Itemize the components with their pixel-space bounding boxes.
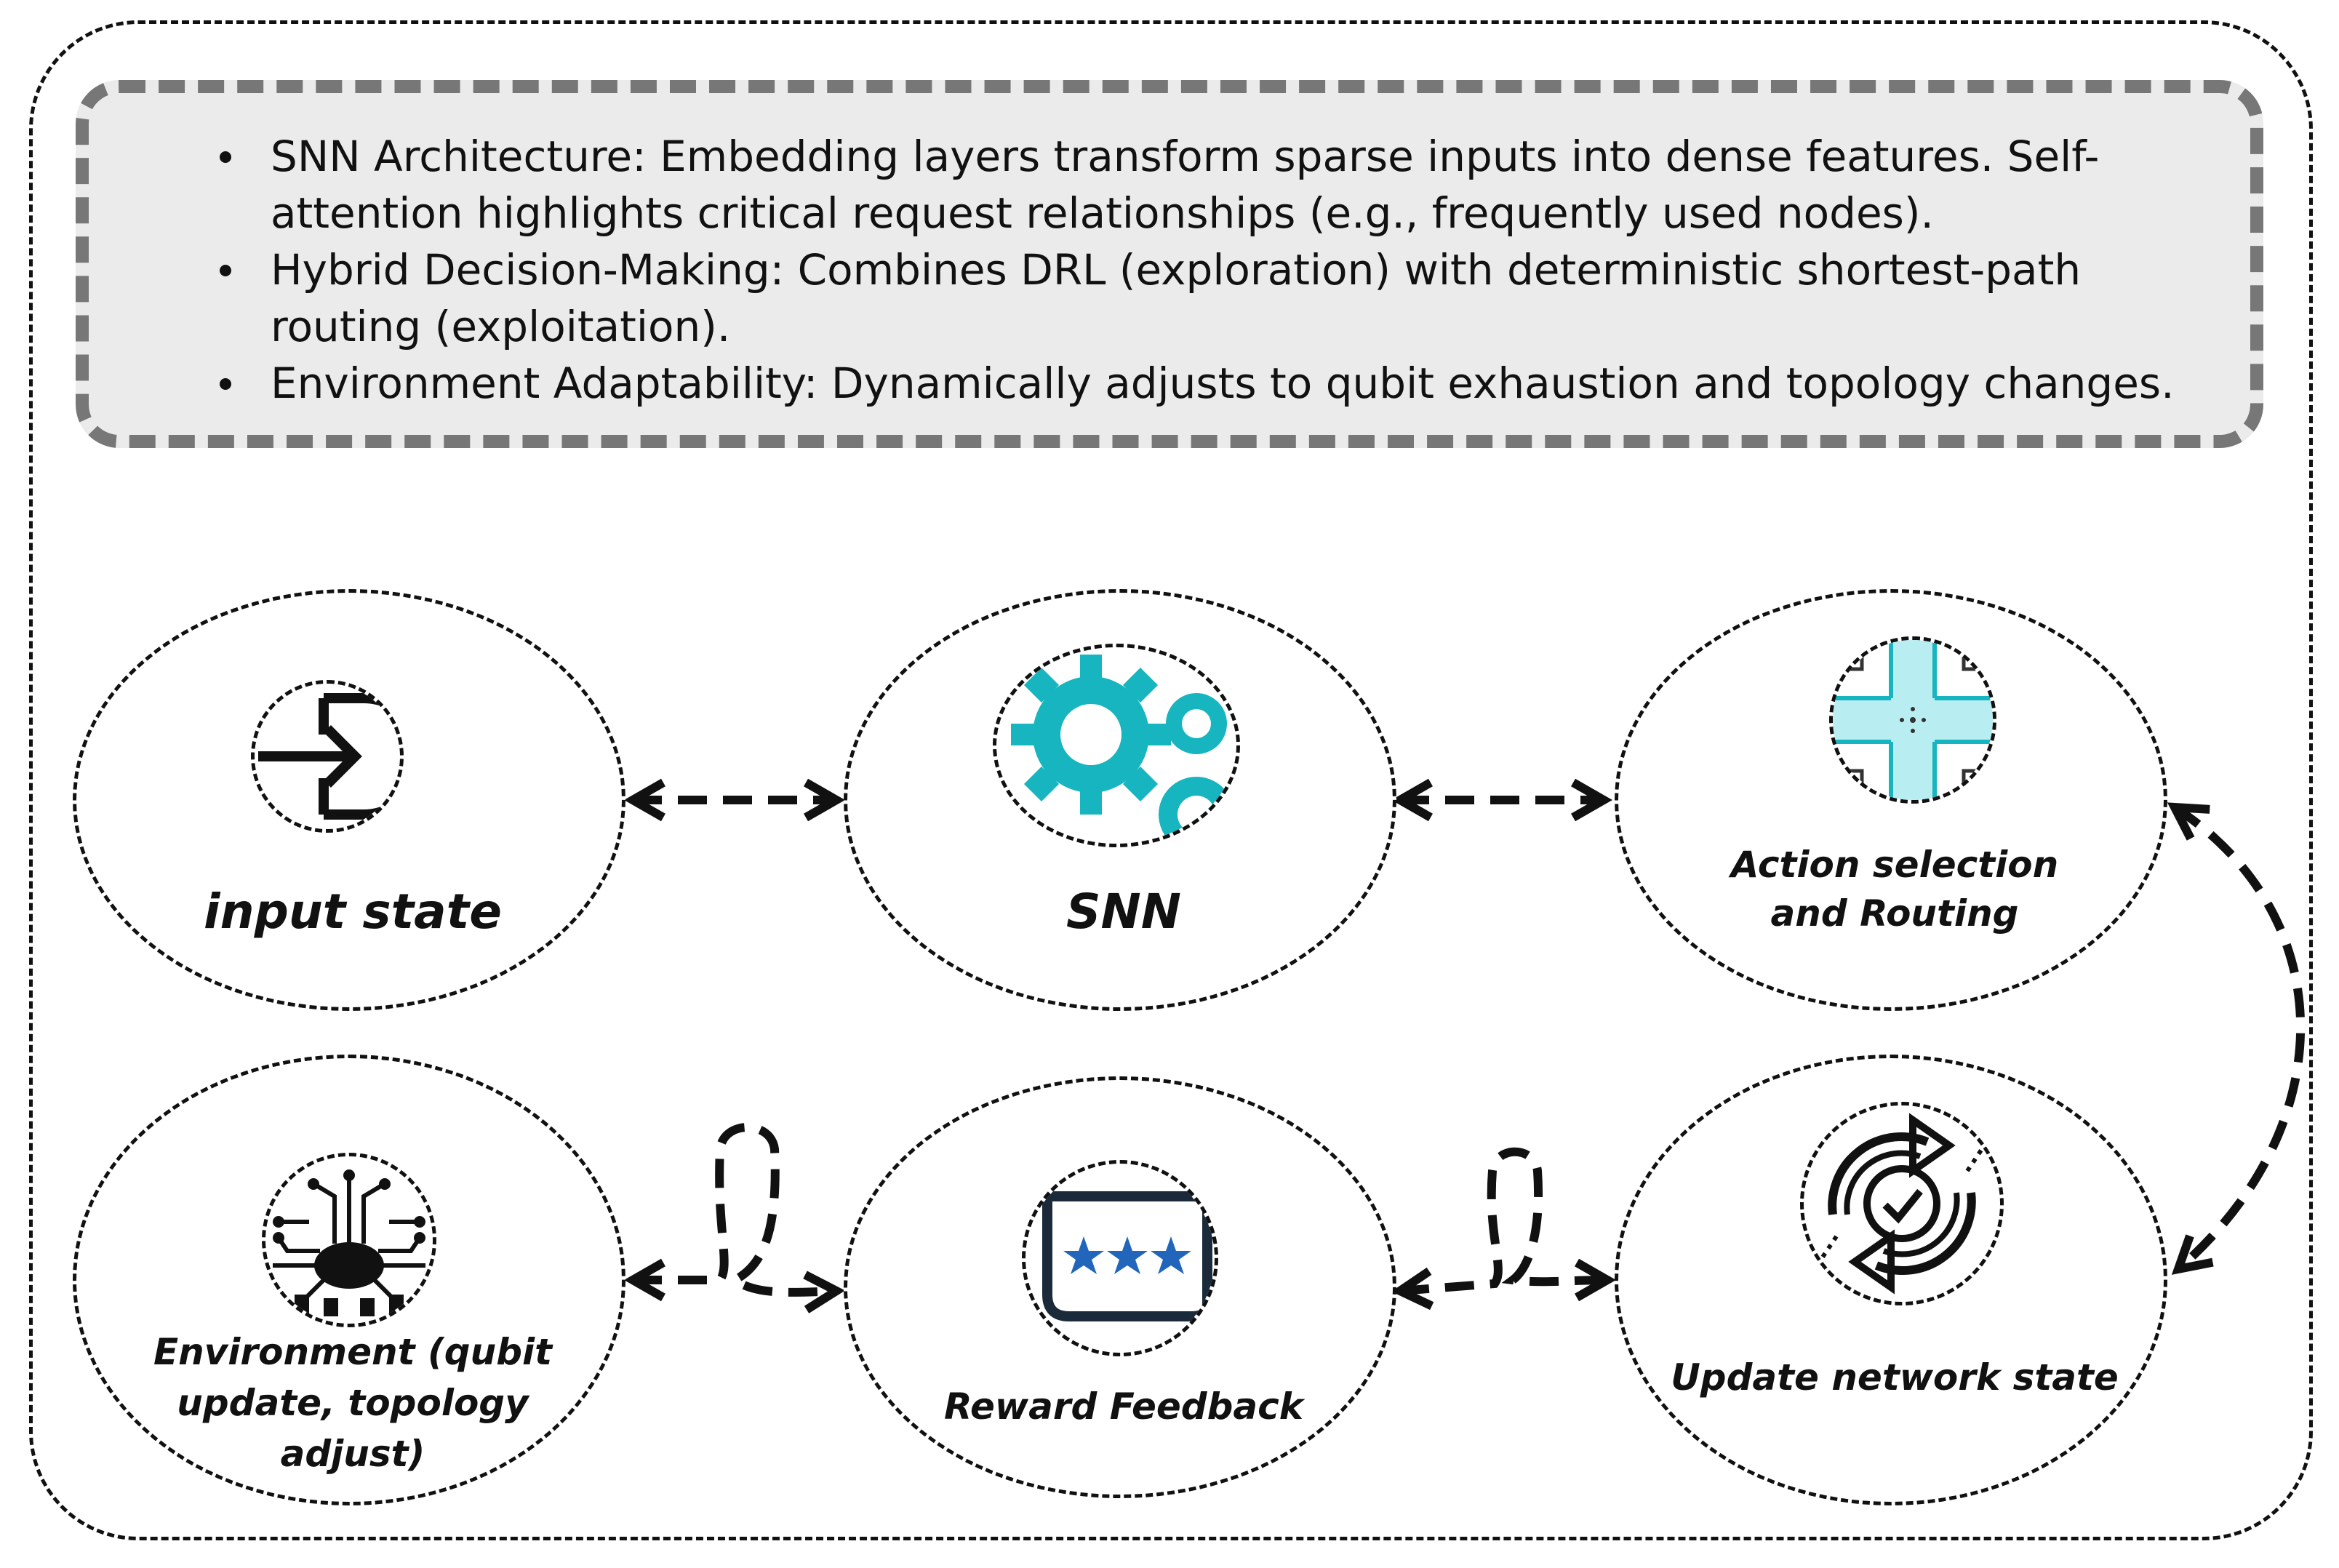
notes-box: SNN Architecture: Embedding layers trans… (76, 80, 2263, 448)
environment-label-line3: adjust) (280, 1433, 425, 1475)
note-item-hybrid-decision: Hybrid Decision-Making: Combines DRL (ex… (220, 241, 2207, 355)
notes-list: SNN Architecture: Embedding layers trans… (220, 128, 2207, 412)
diagram-frame (29, 20, 2313, 1540)
node-action-selection: Action selection and Routing (1615, 589, 2167, 1011)
crossroads-icon (1829, 636, 1996, 804)
arrow-reward-update (1391, 1147, 1617, 1311)
login-arrow-icon (251, 680, 404, 833)
arrow-action-update (2167, 802, 2306, 1275)
environment-label-line2: update, topology (177, 1382, 529, 1424)
action-label-line1: Action selection (1730, 844, 2059, 886)
gears-icon (993, 644, 1240, 847)
node-environment: Environment (qubit update, topology adju… (73, 1055, 625, 1505)
environment-label-line1: Environment (qubit (153, 1331, 553, 1373)
action-label-line2: and Routing (1770, 892, 2019, 935)
node-snn: SNN (844, 589, 1396, 1011)
circuit-chip-icon (262, 1153, 436, 1327)
note-item-environment-adaptability: Environment Adaptability: Dynamically ad… (220, 355, 2207, 412)
node-update-network-state: Update network state (1615, 1055, 2167, 1505)
reward-feedback-label: Reward Feedback (943, 1385, 1304, 1428)
update-network-state-label: Update network state (1671, 1356, 2119, 1399)
note-item-snn-architecture: SNN Architecture: Embedding layers trans… (220, 128, 2207, 241)
refress-check-icon (1800, 1102, 2004, 1305)
node-reward-feedback: Reward Feedback (844, 1076, 1396, 1498)
node-input-state: input state (73, 589, 625, 1011)
star-rating-chat-icon (1022, 1160, 1218, 1356)
arrow-environment-reward (623, 1123, 846, 1313)
input-state-label: input state (203, 884, 503, 940)
snn-label: SNN (1065, 884, 1181, 940)
